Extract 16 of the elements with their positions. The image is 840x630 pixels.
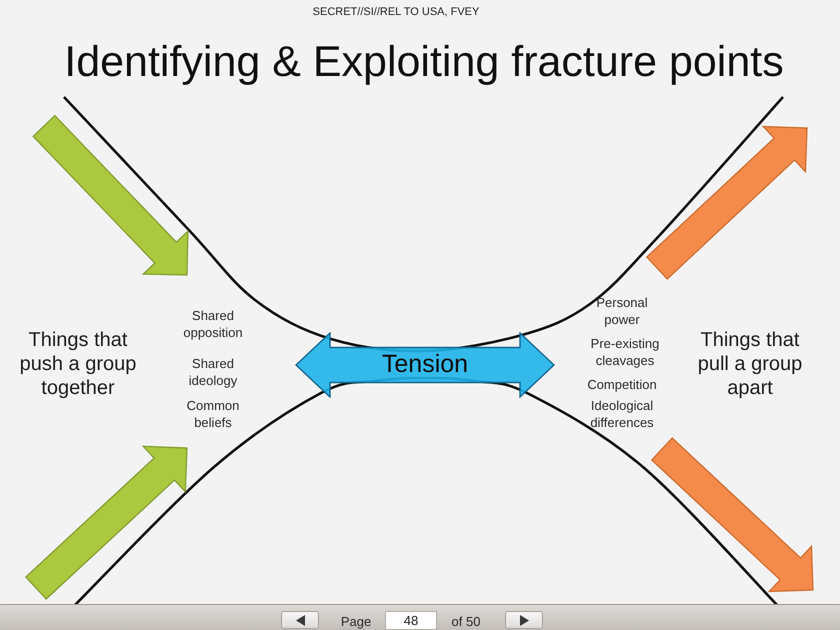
factor-label: Personal power: [595, 294, 649, 328]
double-arrow: [295, 332, 555, 398]
page-count-label: of 50: [450, 614, 482, 629]
heading-text: Things that push a group together: [18, 328, 138, 400]
factor-label: Pre-existing cleavages: [590, 335, 660, 369]
factor-label: Shared opposition: [182, 307, 244, 341]
classification-marking: SECRET//SI//REL TO USA, FVEY: [312, 5, 480, 19]
factor-label: Ideological differences: [589, 397, 655, 431]
page-number-field: 48: [385, 611, 437, 630]
heading-text: Things that pull a group apart: [696, 328, 804, 400]
factor-label: Common beliefs: [186, 397, 240, 431]
factor-label: Shared ideology: [188, 355, 238, 389]
factor-label: Competition: [586, 376, 658, 393]
slide-title: Identifying & Exploiting fracture points: [63, 37, 785, 87]
page-label: Page: [340, 614, 372, 629]
arrow-label: Tension: [382, 351, 468, 379]
